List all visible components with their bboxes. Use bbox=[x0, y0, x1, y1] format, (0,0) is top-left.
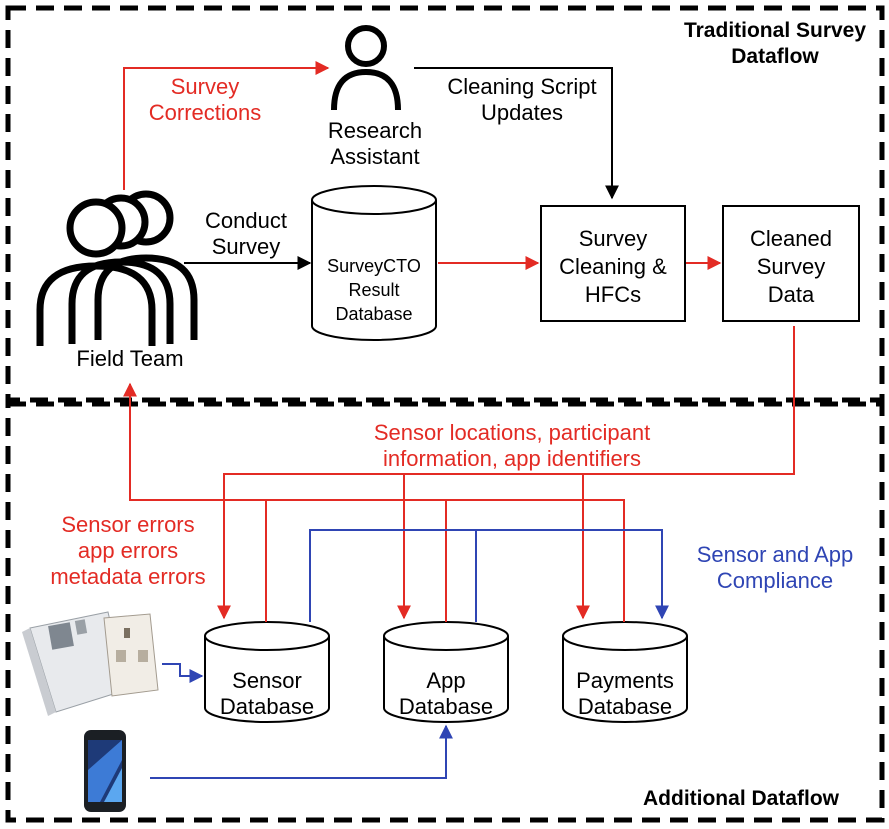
cleaned-survey-data-label: Cleaned Survey Data bbox=[750, 226, 832, 307]
sensor-locations-label: Sensor locations, participant informatio… bbox=[373, 420, 651, 471]
sensor-database-label: Sensor Database bbox=[219, 668, 315, 719]
sensor-db-cylinder bbox=[204, 621, 330, 723]
field-team-label: Field Team bbox=[76, 346, 184, 371]
payments-database-label: Payments Database bbox=[576, 668, 674, 719]
cleaning-script-updates-label: Cleaning Script Updates bbox=[447, 74, 597, 125]
traditional-dataflow-border bbox=[5, 5, 885, 403]
sensor-locations-arrows bbox=[217, 326, 795, 620]
conduct-survey-label: Conduct Survey bbox=[205, 208, 287, 259]
surveycto-cylinder bbox=[311, 185, 437, 341]
field-team-icon bbox=[36, 190, 198, 346]
traditional-dataflow-title: Traditional Survey Dataflow bbox=[683, 19, 867, 68]
sensor-device-arrow bbox=[162, 663, 204, 683]
additional-dataflow-title: Additional Dataflow bbox=[643, 787, 839, 810]
cleaning-script-arrow bbox=[414, 67, 619, 200]
survey-cleaning-box bbox=[540, 205, 686, 322]
errors-label: Sensor errors app errors metadata errors bbox=[50, 512, 206, 589]
surveycto-db-label: SurveyCTO Result Database bbox=[327, 256, 421, 324]
compliance-label: Sensor and App Compliance bbox=[696, 542, 854, 593]
phone-arrow bbox=[150, 724, 453, 779]
research-assistant-icon bbox=[331, 25, 401, 111]
compliance-arrow bbox=[309, 529, 669, 622]
survey-corrections-arrow bbox=[123, 61, 330, 190]
cleaned-survey-data-box bbox=[722, 205, 860, 322]
smartphone-icon bbox=[84, 730, 126, 812]
payments-db-cylinder bbox=[562, 621, 688, 723]
additional-dataflow-border bbox=[5, 401, 885, 823]
survey-cleaning-label: Survey Cleaning & HFCs bbox=[559, 226, 667, 307]
research-assistant-label: Research Assistant bbox=[327, 118, 423, 169]
survey-corrections-label: Survey Corrections bbox=[148, 74, 262, 125]
app-db-cylinder bbox=[383, 621, 509, 723]
app-database-label: App Database bbox=[398, 668, 494, 719]
sensor-device-icon bbox=[22, 611, 159, 716]
errors-feedback-arrow bbox=[123, 382, 625, 622]
